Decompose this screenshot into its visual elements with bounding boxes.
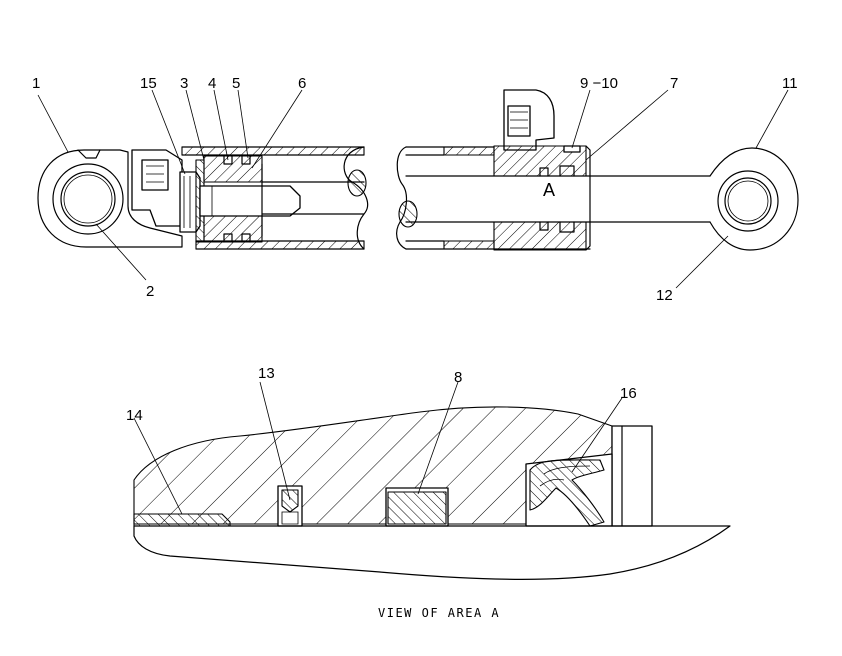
piston-seal-grooves xyxy=(223,155,251,243)
rod-break-right-section xyxy=(398,200,418,228)
callout-3: 3 xyxy=(180,75,188,92)
head-eye-bushing-bore xyxy=(63,174,113,224)
rod-eye-outline xyxy=(709,147,799,251)
tube-wall-upper-left xyxy=(181,146,365,156)
rod-eye-bushing-bore xyxy=(727,180,769,222)
callout-1: 1 xyxy=(32,75,40,92)
head-eye-bushing-outer xyxy=(52,163,124,235)
callout-15: 15 xyxy=(140,75,157,92)
leader-14 xyxy=(133,417,183,515)
detail-rod-surface xyxy=(133,525,731,580)
head-port-fitting xyxy=(141,159,169,191)
callout-6: 6 xyxy=(298,75,306,92)
leader-2 xyxy=(95,223,147,281)
leader-12 xyxy=(675,235,729,289)
callout-5: 5 xyxy=(232,75,240,92)
leader-13 xyxy=(259,381,291,501)
leader-8 xyxy=(417,381,459,495)
callout-16: 16 xyxy=(620,385,637,402)
callout-9-10: 9 −10 xyxy=(580,75,618,92)
detail-end-plate xyxy=(611,425,653,527)
leader-15 xyxy=(151,89,186,175)
detail-seal-13 xyxy=(281,489,299,513)
eye-bracket-notch xyxy=(77,149,101,159)
tube-break-left xyxy=(343,146,369,250)
leader-9-10 xyxy=(571,89,591,149)
rod-eye-bushing-inner xyxy=(724,177,772,225)
callout-labels: 1 15 3 4 5 6 2 9 −10 7 11 12 13 8 14 16 … xyxy=(32,75,798,620)
leader-1 xyxy=(37,94,69,153)
detail-wiper-seal-lip xyxy=(539,465,591,487)
rod-left-body xyxy=(261,181,365,215)
head-eye-bushing-inner xyxy=(60,171,116,227)
rod-eye-bushing-outer xyxy=(717,170,779,232)
detail-seal-8 xyxy=(387,491,447,525)
detail-bearing-strip xyxy=(133,513,231,527)
leader-11 xyxy=(755,89,789,149)
rod-end-port-fitting xyxy=(507,105,531,137)
callout-13: 13 xyxy=(258,365,275,382)
detail-seal-13-lines xyxy=(281,511,299,525)
detail-view-area-a xyxy=(133,381,731,580)
callout-2: 2 xyxy=(146,283,154,300)
tube-wall-upper-right xyxy=(443,146,495,156)
rod-end-assembly xyxy=(396,89,799,289)
callout-11: 11 xyxy=(782,75,798,92)
piston-rod xyxy=(405,175,711,223)
leader-5 xyxy=(237,89,249,159)
callout-8: 8 xyxy=(454,369,462,386)
rod-break-left-section xyxy=(347,169,367,197)
leader-6 xyxy=(251,89,303,169)
leader-16 xyxy=(571,397,623,473)
piston-lower xyxy=(203,213,263,243)
head-end-eye-bracket xyxy=(37,149,183,248)
head-port-fitting-lines xyxy=(146,165,164,183)
rod-gland-outer xyxy=(585,145,591,251)
rod-wiper-ring xyxy=(563,145,581,153)
leader-7 xyxy=(585,89,669,161)
piston-nut-lines xyxy=(183,176,191,228)
rod-end-stud xyxy=(199,185,301,217)
detail-view-caption: VIEW OF AREA A xyxy=(378,606,500,620)
leader-4 xyxy=(213,89,229,161)
detail-wiper-seal xyxy=(529,459,605,527)
detail-gland-body xyxy=(133,406,613,525)
head-end-assembly xyxy=(37,89,369,281)
tube-outline-left xyxy=(181,146,365,250)
tube-wall-lower-right xyxy=(443,240,495,250)
callout-12: 12 xyxy=(656,287,673,304)
rod-end-port-fitting-lines xyxy=(510,111,528,129)
tube-break-right xyxy=(396,146,408,250)
callout-14: 14 xyxy=(126,407,143,424)
area-a-marker: A xyxy=(543,180,555,200)
piston-upper xyxy=(203,155,263,183)
rod-gland-seal-grooves xyxy=(539,165,575,233)
callout-7: 7 xyxy=(670,75,678,92)
leader-3 xyxy=(185,89,205,161)
callout-4: 4 xyxy=(208,75,216,92)
